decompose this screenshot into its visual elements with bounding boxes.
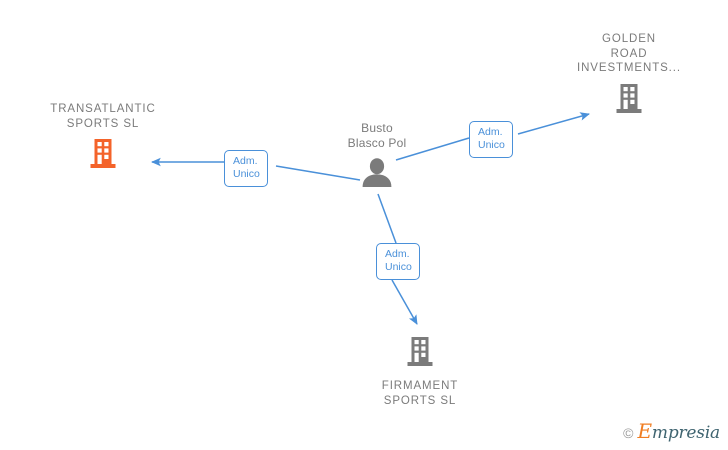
node-label-firmament: FIRMAMENT SPORTS SL xyxy=(381,380,459,407)
brand-initial: E xyxy=(637,419,653,443)
edge-label-golden-road[interactable]: Adm. Unico xyxy=(469,121,513,158)
edge-label-firmament[interactable]: Adm. Unico xyxy=(376,243,420,280)
edge-line-golden-road-inner xyxy=(395,137,470,161)
empresia-watermark: © Empresia xyxy=(623,421,721,443)
graph-node-firmament[interactable]: FIRMAMENT SPORTS SL xyxy=(340,335,500,408)
edge-line-firmament-inner xyxy=(377,193,397,244)
brand-rest: mpresia xyxy=(651,423,720,443)
graph-node-busto-blasco-pol[interactable]: Busto Blasco Pol xyxy=(297,121,457,192)
edge-line-golden-road-outer xyxy=(517,112,590,135)
building-icon xyxy=(407,335,433,372)
graph-node-transatlantic[interactable]: TRANSATLANTIC SPORTS SL xyxy=(23,102,183,174)
person-icon xyxy=(360,157,394,192)
node-label-golden-road: GOLDEN ROAD INVESTMENTS... xyxy=(577,33,681,74)
building-icon xyxy=(90,137,116,174)
graph-node-golden-road[interactable]: GOLDEN ROAD INVESTMENTS... xyxy=(549,32,709,119)
node-label-busto-blasco-pol: Busto Blasco Pol xyxy=(347,121,407,150)
node-label-transatlantic: TRANSATLANTIC SPORTS SL xyxy=(50,103,156,130)
edge-line-firmament-outer xyxy=(391,279,418,325)
edge-line-transatlantic-inner xyxy=(275,165,361,181)
brand-name: Empresia xyxy=(638,421,721,443)
edge-label-transatlantic[interactable]: Adm. Unico xyxy=(224,150,268,187)
copyright-icon: © xyxy=(623,424,634,441)
building-icon xyxy=(616,82,642,119)
